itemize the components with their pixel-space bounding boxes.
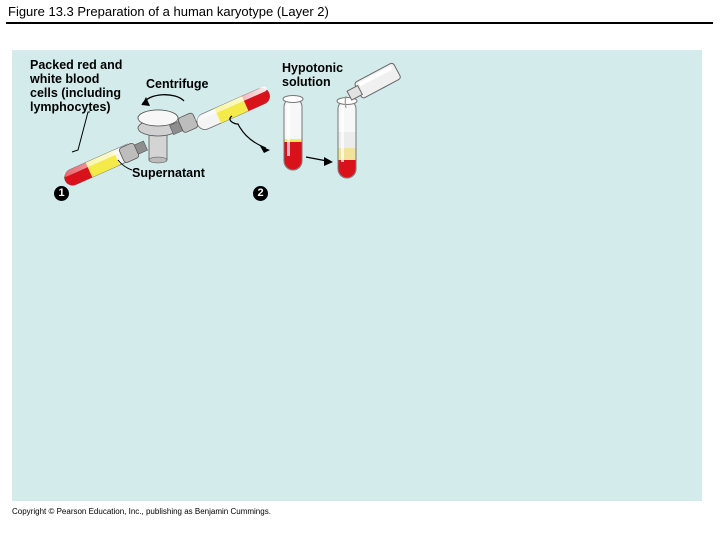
pouring-bottle-icon: [344, 62, 401, 109]
test-tube-2: [336, 97, 358, 179]
rotation-arrow-icon: [141, 94, 185, 106]
centrifuge-apparatus: [62, 86, 270, 186]
slide-title: Figure 13.3 Preparation of a human karyo…: [8, 4, 329, 19]
right-centrifuge-tube: [195, 86, 270, 130]
centrifuge-label: Centrifuge: [146, 77, 209, 91]
test-tube-1: [282, 95, 304, 171]
step-1-badge: 1: [54, 186, 69, 201]
right-coupling: [169, 112, 199, 136]
centrifuge-post: [137, 109, 179, 164]
left-coupling: [119, 140, 148, 163]
left-centrifuge-tube: [62, 142, 138, 186]
packed-cells-leader: [71, 111, 90, 153]
transfer-arrow-icon: [229, 115, 270, 153]
copyright-notice: Copyright © Pearson Education, Inc., pub…: [12, 507, 271, 516]
figure-panel: [12, 50, 702, 501]
hypotonic-solution-label: Hypotonic solution: [282, 61, 344, 89]
supernatant-label: Supernatant: [132, 166, 205, 180]
step-2-badge: 2: [253, 186, 268, 201]
title-rule: [6, 22, 713, 24]
packed-cells-label: Packed red and white blood cells (includ…: [30, 58, 123, 114]
supernatant-leader: [117, 159, 133, 171]
step-arrow-icon: [305, 156, 333, 166]
